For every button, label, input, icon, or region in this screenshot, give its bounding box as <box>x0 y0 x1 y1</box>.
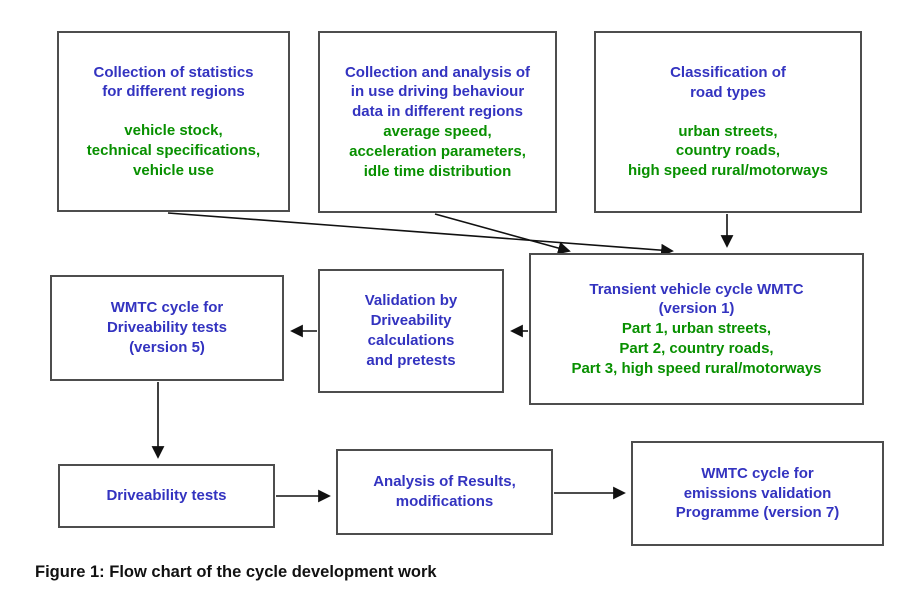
box-collection-statistics-items: vehicle stock, technical specifications,… <box>86 122 261 179</box>
box-road-classification-items: urban streets, country roads, high speed… <box>627 122 829 180</box>
box-driving-behaviour: Collection and analysis of in use drivin… <box>318 31 557 213</box>
box-driveability-tests-title: Driveability tests <box>106 487 227 505</box>
box-wmtc-version7: WMTC cycle for emissions validation Prog… <box>631 441 884 546</box>
box-driving-behaviour-title: Collection and analysis of in use drivin… <box>344 63 531 121</box>
box-transient-cycle-title: Transient vehicle cycle WMTC (version 1) <box>589 280 804 318</box>
box-driving-behaviour-items: average speed, acceleration parameters, … <box>349 123 526 180</box>
arrow-stats-to-transient <box>167 212 674 257</box>
box-transient-cycle: Transient vehicle cycle WMTC (version 1)… <box>529 253 864 405</box>
box-analysis-results-title: Analysis of Results, modifications <box>373 473 516 510</box>
box-transient-cycle-parts: Part 1, urban streets, Part 2, country r… <box>571 320 822 377</box>
box-road-classification: Classification of road types urban stree… <box>594 31 862 213</box>
box-wmtc-version7-title: WMTC cycle for emissions validation Prog… <box>675 464 840 522</box>
box-collection-statistics-title: Collection of statistics for different r… <box>93 63 254 101</box>
box-road-classification-title: Classification of road types <box>670 64 786 101</box>
box-wmtc-version5-title: WMTC cycle for Driveability tests (versi… <box>106 299 228 356</box>
box-validation: Validation by Driveability calculations … <box>318 269 504 393</box>
figure-caption: Figure 1: Flow chart of the cycle develo… <box>35 563 437 581</box>
box-driveability-tests: Driveability tests <box>58 464 275 528</box>
box-validation-title: Validation by Driveability calculations … <box>364 292 458 369</box>
box-collection-statistics: Collection of statistics for different r… <box>57 31 290 212</box>
arrow-driving-to-transient <box>434 213 571 255</box>
box-analysis-results: Analysis of Results, modifications <box>336 449 553 535</box>
box-wmtc-version5: WMTC cycle for Driveability tests (versi… <box>50 275 284 381</box>
